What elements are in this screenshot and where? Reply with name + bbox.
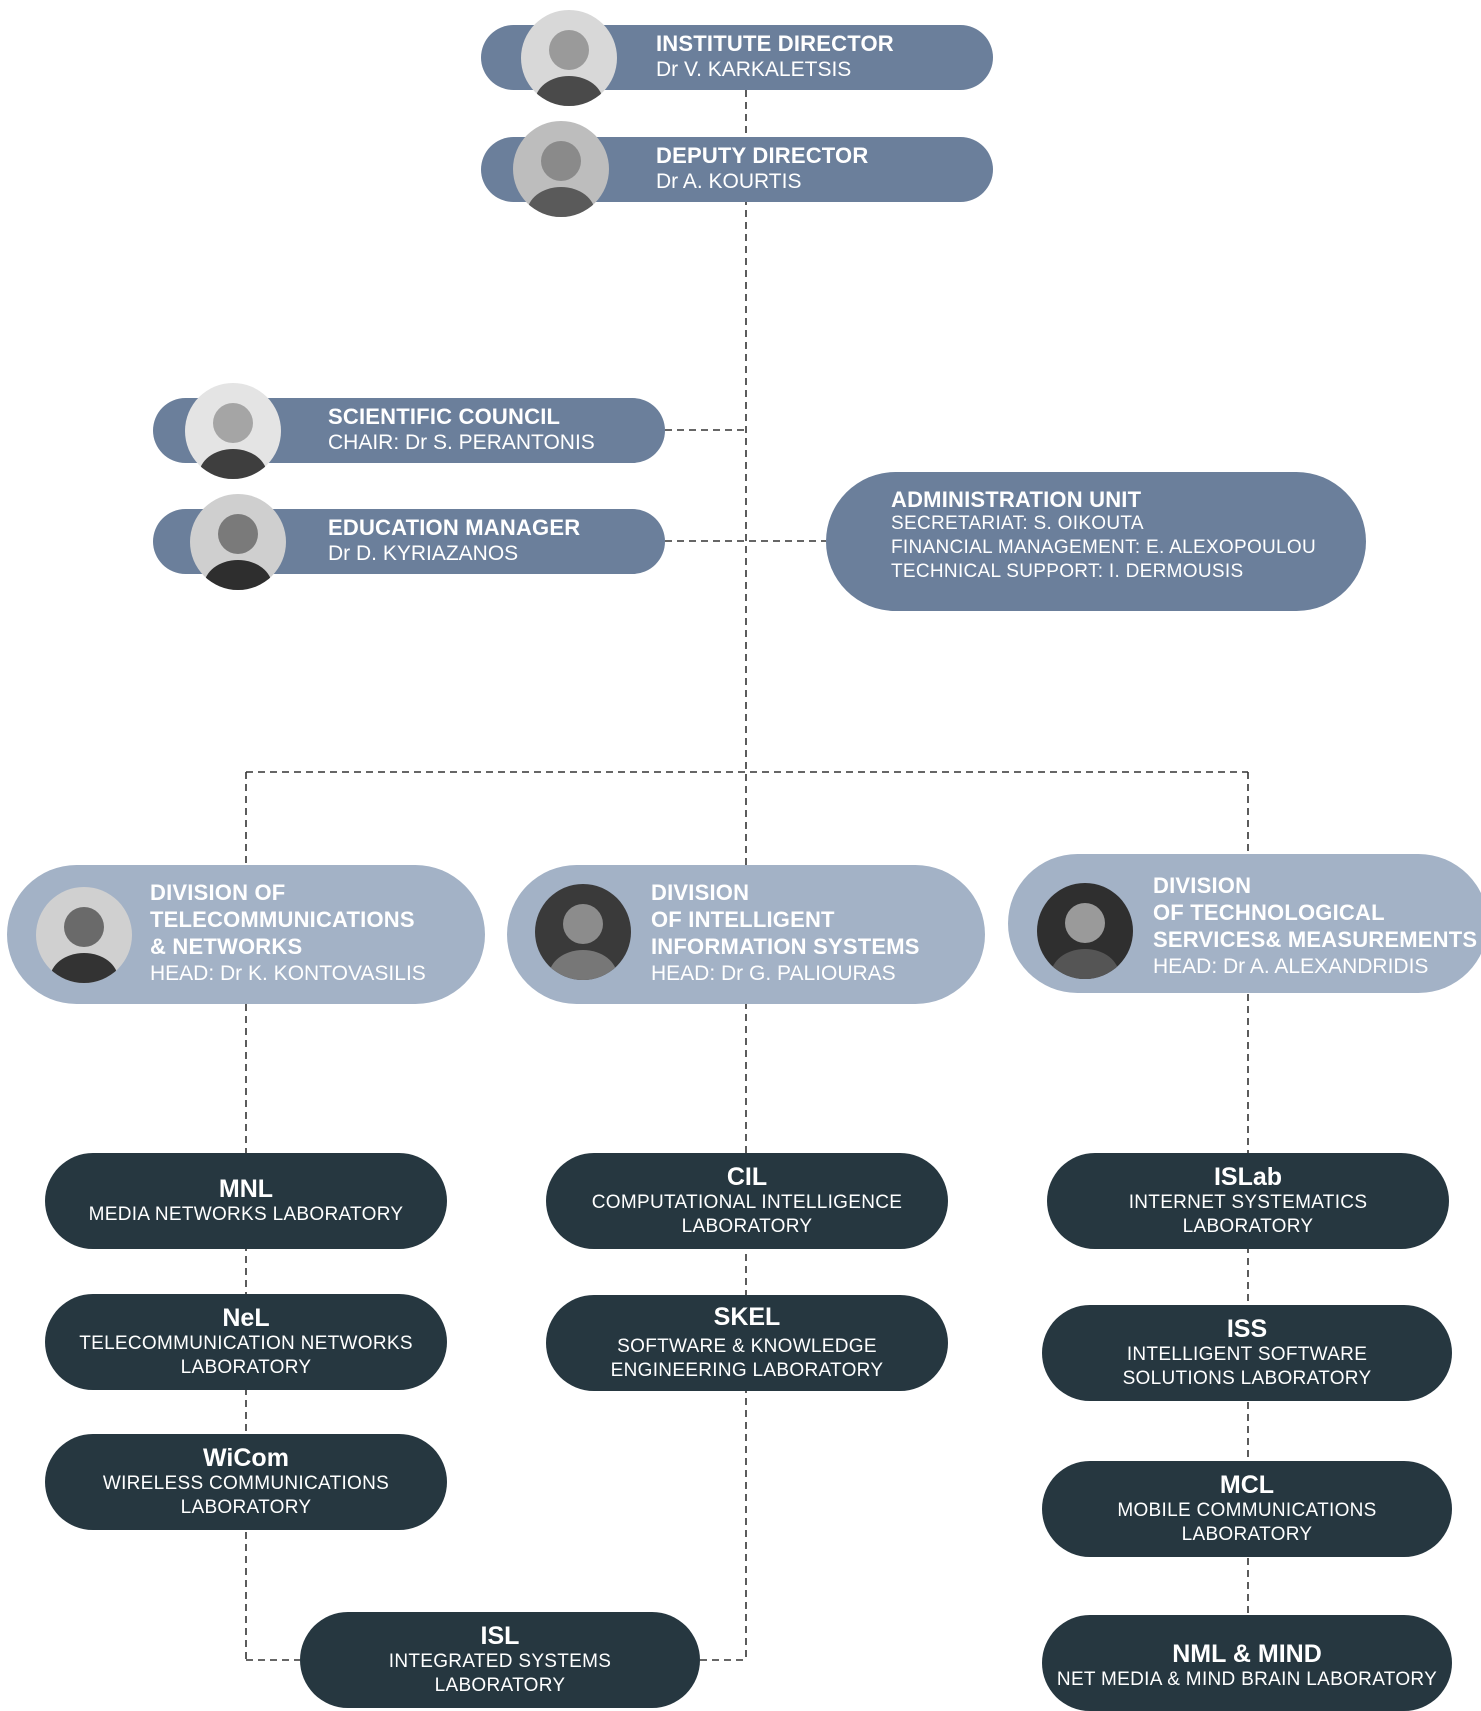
lab-full-name: SOLUTIONS LABORATORY [1122,1368,1372,1389]
admin-financial: FINANCIAL MANAGEMENT: E. ALEXOPOULOU [891,537,1317,558]
lab-full-name: LABORATORY [434,1675,566,1696]
lab-full-name: INTEGRATED SYSTEMS [388,1651,612,1672]
lab-abbr: SKEL [713,1303,781,1331]
admin-title: ADMINISTRATION UNIT [891,487,1142,512]
lab-abbr: NeL [222,1304,270,1332]
division-head: HEAD: Dr K. KONTOVASILIS [150,962,426,985]
deputy-photo-avatar [513,121,609,217]
lab-islab-box: ISLab INTERNET SYSTEMATICS LABORATORY [1047,1153,1449,1249]
lab-full-name: COMPUTATIONAL INTELLIGENCE [591,1192,903,1213]
lab-full-name: LABORATORY [180,1357,312,1378]
lab-skel-box: SKEL SOFTWARE & KNOWLEDGE ENGINEERING LA… [546,1295,948,1391]
director-title: INSTITUTE DIRECTOR [656,31,894,56]
division-telecom-head-avatar [36,887,132,983]
lab-cil-box: CIL COMPUTATIONAL INTELLIGENCE LABORATOR… [546,1153,948,1249]
division-head: HEAD: Dr G. PALIOURAS [651,962,896,985]
lab-full-name: SOFTWARE & KNOWLEDGE [617,1336,877,1357]
lab-abbr: ISLab [1213,1163,1283,1191]
lab-iss-box: ISS INTELLIGENT SOFTWARE SOLUTIONS LABOR… [1042,1305,1452,1401]
lab-nml-mind-box: NML & MIND NET MEDIA & MIND BRAIN LABORA… [1042,1615,1452,1711]
lab-abbr: WiCom [203,1444,289,1472]
lab-abbr: CIL [726,1163,768,1191]
lab-abbr: MCL [1219,1471,1275,1499]
lab-isl-box: ISL INTEGRATED SYSTEMS LABORATORY [300,1612,700,1708]
lab-full-name: TELECOMMUNICATION NETWORKS [79,1333,413,1354]
lab-full-name: MOBILE COMMUNICATIONS [1117,1500,1377,1521]
division-intelligent-head-avatar [535,884,631,980]
lab-full-name: LABORATORY [180,1497,312,1518]
division-head: HEAD: Dr A. ALEXANDRIDIS [1153,955,1429,978]
division-title-line: DIVISION [651,880,750,905]
education-manager-photo-avatar [190,494,286,590]
lab-wicom-box: WiCom WIRELESS COMMUNICATIONS LABORATORY [45,1434,447,1530]
lab-abbr: MNL [218,1175,274,1203]
lab-full-name: ENGINEERING LABORATORY [610,1360,884,1381]
division-title-line: OF TECHNOLOGICAL [1153,900,1385,925]
division-title-line: DIVISION OF [150,880,286,905]
division-title-line: DIVISION [1153,873,1252,898]
council-chair: CHAIR: Dr S. PERANTONIS [328,431,595,454]
division-title-line: OF INTELLIGENT [651,907,835,932]
division-title-line: TELECOMMUNICATIONS [150,907,415,932]
lab-full-name: LABORATORY [1182,1216,1314,1237]
lab-abbr: ISL [480,1622,520,1650]
education-name: Dr D. KYRIAZANOS [328,542,519,565]
division-title-line: SERVICES& MEASUREMENTS [1153,927,1478,952]
director-photo-avatar [521,10,617,106]
division-title-line: & NETWORKS [150,934,303,959]
lab-full-name: WIRELESS COMMUNICATIONS [102,1473,390,1494]
council-chair-photo-avatar [185,383,281,479]
lab-full-name: MEDIA NETWORKS LABORATORY [88,1204,404,1225]
admin-secretariat: SECRETARIAT: S. OIKOUTA [891,513,1144,534]
deputy-title: DEPUTY DIRECTOR [656,143,869,168]
director-name: Dr V. KARKALETSIS [656,58,852,81]
admin-technical: TECHNICAL SUPPORT: I. DERMOUSIS [891,561,1244,582]
lab-abbr: NML & MIND [1172,1640,1322,1668]
division-title-line: INFORMATION SYSTEMS [651,934,920,959]
lab-mcl-box: MCL MOBILE COMMUNICATIONS LABORATORY [1042,1461,1452,1557]
lab-full-name: LABORATORY [681,1216,813,1237]
council-title: SCIENTIFIC COUNCIL [328,404,561,429]
administration-unit-box: ADMINISTRATION UNIT SECRETARIAT: S. OIKO… [826,472,1366,611]
lab-nel-box: NeL TELECOMMUNICATION NETWORKS LABORATOR… [45,1294,447,1390]
lab-full-name: INTELLIGENT SOFTWARE [1126,1344,1368,1365]
lab-full-name: NET MEDIA & MIND BRAIN LABORATORY [1056,1669,1438,1690]
lab-abbr: ISS [1226,1315,1268,1343]
deputy-name: Dr A. KOURTIS [656,170,802,193]
division-technological-head-avatar [1037,883,1133,979]
lab-mnl-box: MNL MEDIA NETWORKS LABORATORY [45,1153,447,1249]
lab-full-name: LABORATORY [1181,1524,1313,1545]
education-title: EDUCATION MANAGER [328,515,581,540]
lab-full-name: INTERNET SYSTEMATICS [1128,1192,1368,1213]
